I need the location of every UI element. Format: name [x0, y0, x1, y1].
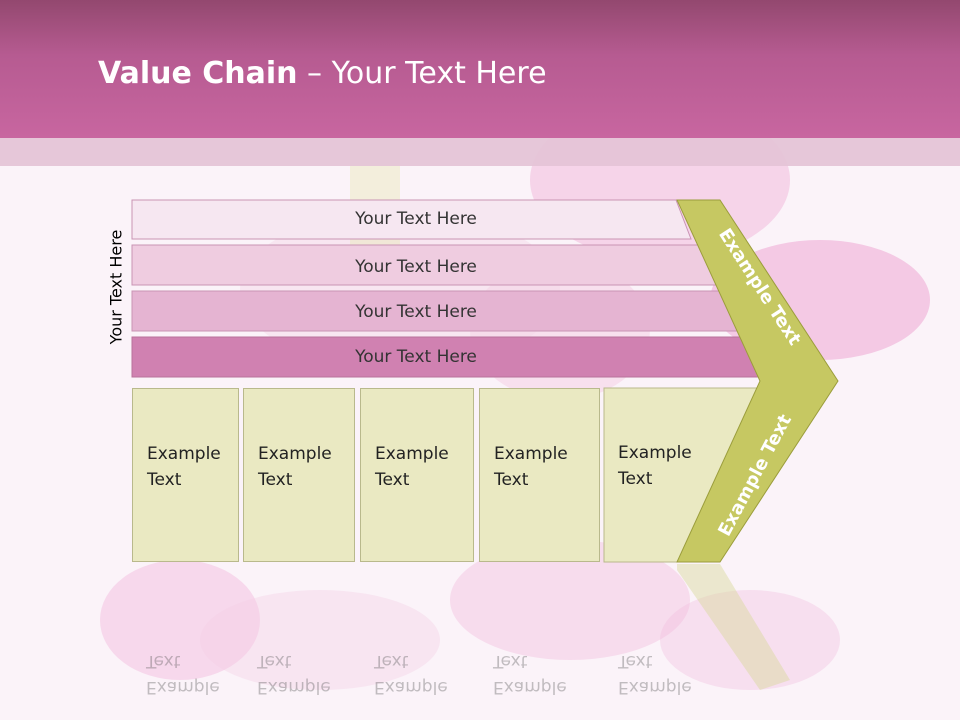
box-1-line1: Example [147, 444, 221, 464]
bar-3-label: Your Text Here [354, 302, 477, 322]
box-4-refl-line1: Example [493, 677, 567, 697]
box-3-reflection: Example Text [360, 570, 474, 697]
header-band [0, 138, 960, 166]
bar-1-shape [131, 199, 692, 240]
box-5-refl-line2: Text [618, 651, 653, 671]
box-5-reflection: Example Text [604, 570, 724, 697]
box-2-reflection-text: Example Text [257, 648, 331, 700]
box-1-refl-line1: Example [146, 677, 220, 697]
box-1-reflection-text: Example Text [146, 648, 220, 700]
box-3-refl-line1: Example [374, 677, 448, 697]
box-5-refl-line1: Example [618, 677, 692, 697]
box-2-line2: Text [258, 470, 293, 490]
box-5-line2: Text [618, 469, 653, 489]
page-title: Value Chain – Your Text Here [98, 54, 547, 94]
header-bar [0, 0, 960, 138]
chevron-reflection [677, 564, 790, 690]
box-5-line1: Example [618, 443, 692, 463]
box-3-reflection-text: Example Text [374, 648, 448, 700]
bar-4-label: Your Text Here [354, 347, 477, 367]
box-5-reflection-text: Example Text [618, 648, 692, 700]
box-3-line1: Example [375, 444, 449, 464]
box-2-line1: Example [258, 444, 332, 464]
title-rest: – Your Text Here [297, 56, 547, 91]
bar-2-label: Your Text Here [354, 257, 477, 277]
box-2-refl-line1: Example [257, 677, 331, 697]
box-1-refl-line2: Text [146, 651, 181, 671]
box-3-refl-line2: Text [374, 651, 409, 671]
margin-chevron [676, 199, 839, 563]
box-4-line2: Text [494, 470, 529, 490]
title-bold: Value Chain [98, 56, 298, 91]
box-1-line2: Text [147, 470, 182, 490]
box-3-line2: Text [375, 470, 410, 490]
box-4-reflection-text: Example Text [493, 648, 567, 700]
box-1-reflection: Example Text [132, 570, 239, 697]
box-2-reflection: Example Text [243, 570, 355, 697]
box-4-reflection: Example Text [479, 570, 600, 697]
support-bars: Your Text Here Your Text Here Your Text … [131, 199, 765, 378]
box-4-refl-line2: Text [493, 651, 528, 671]
box-4-line1: Example [494, 444, 568, 464]
box-2-refl-line2: Text [257, 651, 292, 671]
bar-1-label: Your Text Here [354, 209, 477, 229]
